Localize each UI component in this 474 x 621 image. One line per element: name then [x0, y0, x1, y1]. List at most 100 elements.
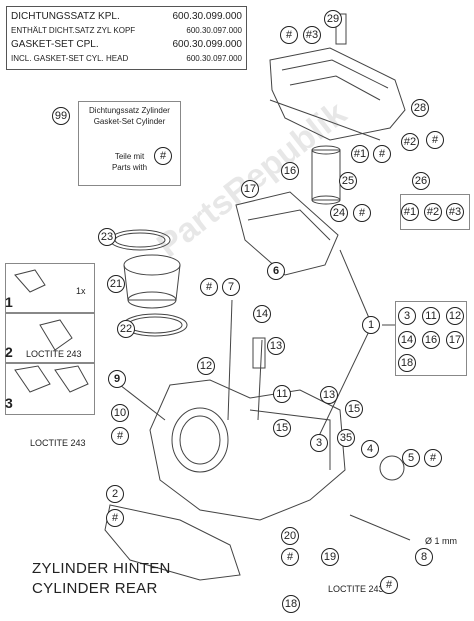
callout-1-item-14[interactable]: 14 — [398, 331, 416, 349]
gasket-line-4-label: INCL. GASKET-SET CYL. HEAD — [11, 54, 129, 63]
callout-12[interactable]: 12 — [197, 357, 215, 375]
callout-26-item-1[interactable]: #1 — [401, 203, 419, 221]
callout-4[interactable]: 4 — [361, 440, 379, 458]
callout-hash-d[interactable]: # — [353, 204, 371, 222]
callout-hash3-a[interactable]: #3 — [303, 26, 321, 44]
callout-5[interactable]: 5 — [402, 449, 420, 467]
cylinder-head-shape — [149, 379, 346, 521]
callout-16[interactable]: 16 — [281, 162, 299, 180]
callout-7[interactable]: 7 — [222, 278, 240, 296]
callout-21[interactable]: 21 — [107, 275, 125, 293]
cam-carrier-shape — [235, 191, 339, 276]
clamp-22-inner — [127, 316, 183, 334]
callout-26-item-3[interactable]: #3 — [446, 203, 464, 221]
step-2-number: 2 — [5, 344, 13, 360]
leader-8 — [349, 514, 411, 541]
callout-hash-j[interactable]: # — [380, 576, 398, 594]
step-1-number: 1 — [5, 294, 13, 310]
callout-15b[interactable]: 15 — [345, 400, 363, 418]
title-german: ZYLINDER HINTEN — [32, 560, 171, 577]
callout-8[interactable]: 8 — [415, 548, 433, 566]
callout-1-item-18[interactable]: 18 — [398, 354, 416, 372]
callout-hash-h[interactable]: # — [106, 509, 124, 527]
step-1-note: 1x — [76, 286, 86, 296]
callout-20[interactable]: 20 — [281, 527, 299, 545]
callout-13a[interactable]: 13 — [267, 337, 285, 355]
callout-1-item-11[interactable]: 11 — [422, 307, 440, 325]
step2-art — [39, 319, 73, 351]
callout-11[interactable]: 11 — [273, 385, 291, 403]
valve-cover-shape — [269, 47, 406, 141]
dimension-label: Ø 1 mm — [425, 536, 458, 546]
leader-1b — [339, 249, 373, 326]
callout-10[interactable]: 10 — [111, 404, 129, 422]
zyl-line-4: Parts with — [111, 163, 148, 172]
callout-29[interactable]: 29 — [324, 10, 342, 28]
callout-15a[interactable]: 15 — [273, 419, 291, 437]
callout-1-item-16[interactable]: 16 — [422, 331, 440, 349]
leader-1a — [317, 324, 373, 439]
gasket-line-4: INCL. GASKET-SET CYL. HEAD 600.30.097.00… — [11, 52, 242, 65]
gasket-line-3-number: 600.30.099.000 — [172, 39, 242, 50]
callout-2[interactable]: 2 — [106, 485, 124, 503]
step3-art — [14, 365, 51, 393]
valve-cover-ridge-2 — [289, 75, 381, 101]
step-2-box — [5, 313, 95, 363]
callout-13b[interactable]: 13 — [320, 386, 338, 404]
stud-2 — [257, 339, 263, 421]
gasket-line-2: ENTHÄLT DICHT.SATZ ZYL KOPF 600.30.097.0… — [11, 24, 242, 37]
tube-top — [311, 145, 341, 155]
boot-side — [123, 264, 181, 301]
callout-17[interactable]: 17 — [241, 180, 259, 198]
callout-1-item-12[interactable]: 12 — [446, 307, 464, 325]
cam-carrier-detail — [247, 209, 331, 241]
callout-hash-e[interactable]: # — [200, 278, 218, 296]
callout-hash2-a[interactable]: #2 — [401, 133, 419, 151]
callout-19[interactable]: 19 — [321, 548, 339, 566]
title-english: CYLINDER REAR — [32, 580, 158, 597]
gasket-line-3: GASKET-SET CPL. 600.30.099.000 — [11, 37, 242, 52]
callout-99[interactable]: 99 — [52, 107, 70, 125]
zyl-line-2: Gasket-Set Cylinder — [93, 117, 166, 126]
callout-6[interactable]: 6 — [267, 262, 285, 280]
callout-18[interactable]: 18 — [282, 595, 300, 613]
callout-9[interactable]: 9 — [108, 370, 126, 388]
intake-port-inner — [179, 415, 221, 465]
boot-bottom — [127, 291, 177, 309]
callout-hash-i[interactable]: # — [281, 548, 299, 566]
callout-hash-a[interactable]: # — [280, 26, 298, 44]
callout-28[interactable]: 28 — [411, 99, 429, 117]
callout-1-item-17[interactable]: 17 — [446, 331, 464, 349]
gasket-line-3-label: GASKET-SET CPL. — [11, 39, 99, 50]
loctite-label-bottom: LOCTITE 243 — [328, 584, 384, 594]
callout-26[interactable]: 26 — [412, 172, 430, 190]
callout-25[interactable]: 25 — [339, 172, 357, 190]
callout-hash1-a[interactable]: #1 — [351, 145, 369, 163]
cover-gasket-line — [269, 99, 381, 141]
gasket-line-2-number: 600.30.097.000 — [186, 26, 242, 35]
callout-hash-box[interactable]: # — [154, 147, 172, 165]
callout-1-item-3[interactable]: 3 — [398, 307, 416, 325]
callout-hash-c[interactable]: # — [373, 145, 391, 163]
valve-cover-ridge — [281, 59, 389, 89]
callout-35[interactable]: 35 — [337, 429, 355, 447]
callout-1[interactable]: 1 — [362, 316, 380, 334]
step-1-box — [5, 263, 95, 313]
callout-hash-b[interactable]: # — [426, 131, 444, 149]
stud-1 — [227, 299, 233, 421]
head-gasket-shape — [104, 504, 241, 581]
callout-22[interactable]: 22 — [117, 320, 135, 338]
callout-24[interactable]: 24 — [330, 204, 348, 222]
callout-hash-g[interactable]: # — [424, 449, 442, 467]
gasket-line-4-number: 600.30.097.000 — [186, 54, 242, 63]
callout-14a[interactable]: 14 — [253, 305, 271, 323]
callout-23[interactable]: 23 — [98, 228, 116, 246]
gasket-set-info-box: DICHTUNGSSATZ KPL. 600.30.099.000 ENTHÄL… — [6, 6, 247, 70]
callout-hash-f[interactable]: # — [111, 427, 129, 445]
cylinder-gasket-box: Dichtungssatz Zylinder Gasket-Set Cylind… — [78, 101, 181, 186]
callout-26-item-2[interactable]: #2 — [424, 203, 442, 221]
callout-3[interactable]: 3 — [310, 434, 328, 452]
step1-art — [14, 269, 46, 293]
zyl-line-1: Dichtungssatz Zylinder — [89, 106, 170, 115]
tube-bottom — [311, 195, 341, 205]
